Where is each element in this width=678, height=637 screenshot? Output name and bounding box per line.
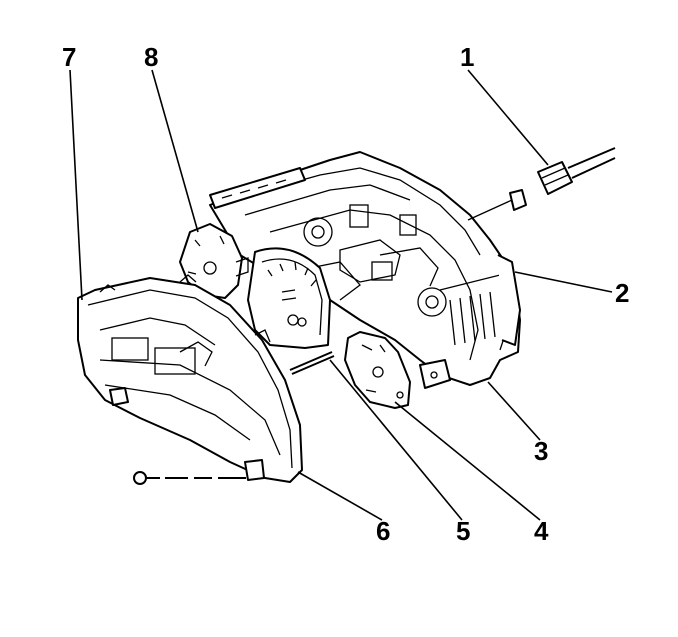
cluster-rear-housing: [209, 151, 521, 389]
mounting-screw: [133, 471, 246, 485]
cluster-lens-bezel: [77, 274, 303, 483]
callout-5: 5: [456, 516, 470, 546]
callout-7: 7: [62, 42, 76, 72]
callout-labels: 1 2 3 4 5 6 7 8: [62, 42, 629, 546]
callout-6: 6: [376, 516, 390, 546]
callout-2: 2: [615, 278, 629, 308]
callout-8: 8: [144, 42, 158, 72]
callout-3: 3: [534, 436, 548, 466]
leader-lines: [69, 69, 613, 521]
small-gauge-module: [344, 331, 411, 409]
wiring-connector: [467, 147, 616, 221]
callout-1: 1: [460, 42, 474, 72]
callout-4: 4: [534, 516, 549, 546]
gauge-module-8: [179, 223, 249, 299]
gauge-face-assembly: [247, 247, 335, 375]
